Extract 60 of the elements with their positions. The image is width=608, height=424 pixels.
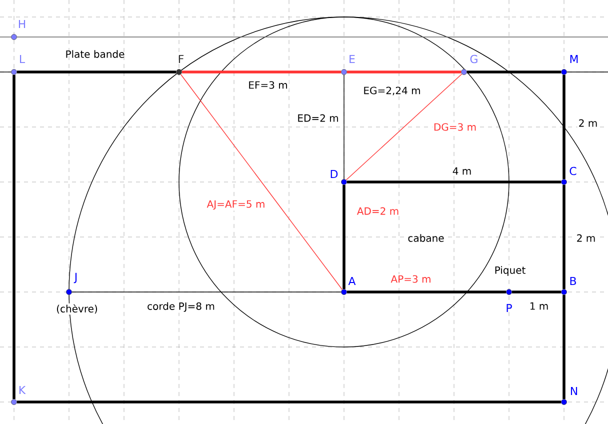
segment: [342, 184, 346, 290]
point: E: [341, 55, 355, 75]
edge-label: ED=2 m: [296, 113, 340, 123]
edge-label: EG=2,24 m: [362, 86, 422, 96]
point: G: [461, 54, 478, 75]
node-label: B: [570, 277, 576, 286]
node-label: H: [18, 20, 26, 28]
node-label: K: [19, 386, 26, 394]
point: D: [330, 170, 347, 185]
point: N: [561, 387, 578, 405]
point-caption: (chèvre): [55, 303, 99, 315]
edge-label: DG=3 m: [432, 122, 478, 132]
point: M: [561, 55, 578, 75]
node-label: P: [506, 304, 512, 312]
point: L: [11, 55, 25, 75]
point: P: [506, 289, 512, 312]
edge-label: 1 m: [528, 301, 550, 311]
node-label: E: [350, 55, 355, 64]
segment: [346, 70, 462, 74]
node-label: M: [570, 55, 578, 64]
segment: [562, 74, 566, 180]
edge-label: EF=3 m: [247, 80, 289, 90]
segment: [512, 290, 562, 294]
segment: [16, 400, 562, 404]
node-label: D: [330, 170, 338, 178]
segment: [562, 184, 566, 290]
edge-label: AD=2 m: [356, 206, 400, 216]
segment: [12, 74, 16, 400]
edge-label: corde PJ=8 m: [146, 301, 216, 313]
node-label: F: [178, 55, 184, 64]
point: F: [176, 55, 184, 75]
segment: [16, 70, 176, 74]
point: H: [11, 20, 26, 40]
segment: [0, 36, 608, 38]
segment: [346, 290, 506, 294]
point-caption: Piquet: [493, 265, 527, 277]
point: B: [561, 277, 576, 295]
segment: [346, 74, 462, 180]
node-label: G: [470, 54, 478, 64]
segment: [466, 70, 562, 74]
point: K: [11, 386, 26, 405]
edge-label: AJ=AF=5 m: [206, 199, 266, 211]
segment: [180, 74, 343, 290]
segment: [182, 70, 342, 74]
area-label: cabane: [408, 234, 444, 242]
point: A: [341, 277, 356, 295]
point: C: [561, 166, 576, 185]
edge-label: AP=3 m: [390, 274, 432, 284]
edge-label: 2 m: [575, 233, 597, 243]
node-label: L: [20, 55, 26, 64]
segment: [346, 180, 562, 184]
node-label: C: [570, 166, 576, 176]
node-label: N: [570, 387, 578, 396]
edge-label: 4 m: [451, 166, 473, 176]
node-label: A: [348, 277, 356, 286]
node-label: J: [74, 272, 77, 284]
segment: [562, 294, 566, 400]
area-label: Plate bande: [66, 50, 124, 58]
edge-label: 2 m: [577, 118, 599, 128]
point: J: [66, 272, 77, 295]
